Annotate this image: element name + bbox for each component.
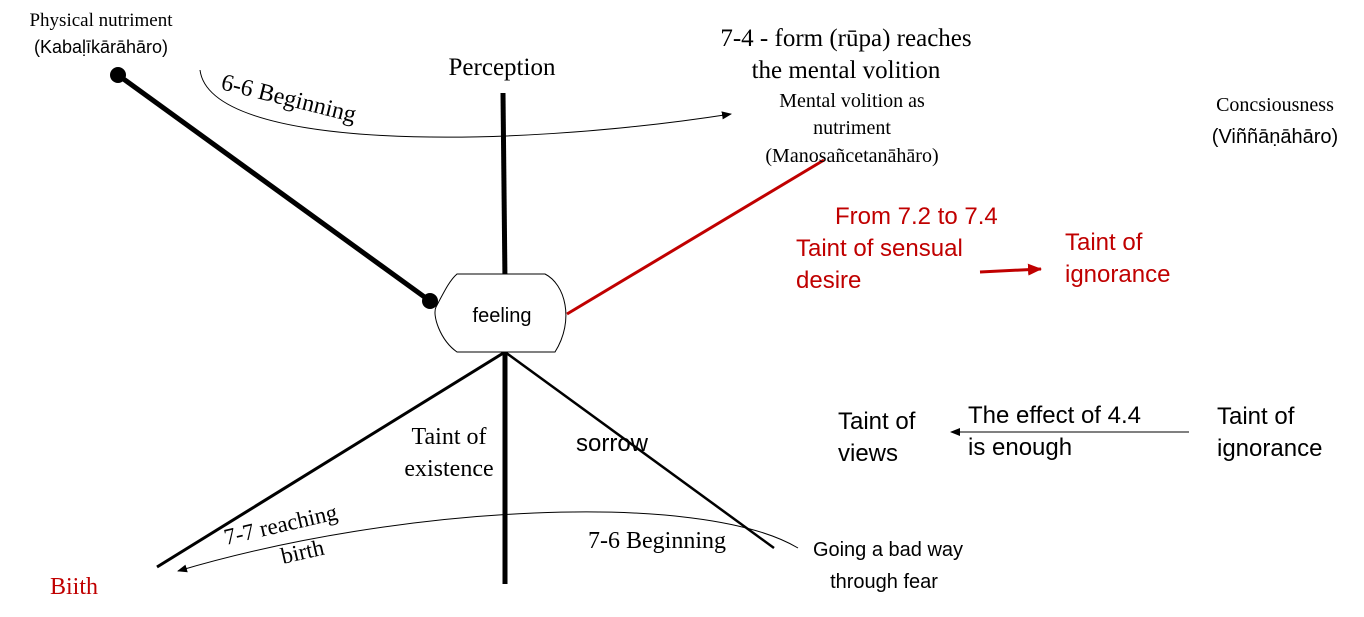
- going-bad-way-line2: through fear: [830, 571, 938, 593]
- black-taint-ignorance-line1: Taint of: [1217, 403, 1295, 430]
- birth-label: Biith: [50, 574, 98, 600]
- red-taint-sensual-line2: desire: [796, 267, 861, 294]
- sorrow-label: sorrow: [576, 430, 649, 457]
- red-arrow: [979, 263, 1042, 276]
- bone-start-dot: [110, 67, 126, 83]
- red-taint-ignorance-line1: Taint of: [1065, 229, 1143, 256]
- left-diagonal-bone: [156, 350, 506, 569]
- beginning-7-6-label: 7-6 Beginning: [588, 528, 726, 554]
- mental-volition-line3: (Manosañcetanāhāro): [765, 145, 938, 167]
- effect-line2: is enough: [968, 434, 1072, 461]
- form-reaches-line2: the mental volition: [752, 57, 941, 84]
- form-reaches-line1: 7-4 - form (rūpa) reaches: [720, 25, 971, 52]
- physical-nutriment-title: Physical nutriment: [29, 10, 173, 31]
- reaching-birth-arrow: [177, 511, 799, 573]
- feeling-label: feeling: [473, 305, 532, 327]
- taint-existence-line2: existence: [404, 456, 493, 482]
- red-taint-sensual-line1: Taint of sensual: [796, 235, 963, 262]
- perception-bone: [500, 92, 508, 284]
- red-taint-ignorance-line2: ignorance: [1065, 261, 1170, 288]
- mental-volition-line1: Mental volition as: [779, 90, 925, 112]
- mental-volition-bone: [566, 158, 825, 316]
- beginning-6-6-arrow: [199, 69, 732, 138]
- taint-existence-line1: Taint of: [412, 424, 487, 450]
- reaching-birth-line2: birth: [279, 535, 327, 569]
- physical-nutriment-pali: (Kabaḷīkārāhāro): [34, 37, 168, 57]
- taint-views-line1: Taint of: [838, 408, 916, 435]
- red-from-range: From 7.2 to 7.4: [835, 203, 998, 230]
- perception-label: Perception: [449, 54, 556, 81]
- beginning-6-6-label: 6-6 Beginning: [219, 70, 359, 129]
- mental-volition-line2: nutriment: [813, 117, 891, 139]
- black-taint-ignorance-line2: ignorance: [1217, 435, 1322, 462]
- feeling-node-shape: [434, 273, 567, 353]
- taint-views-line2: views: [838, 440, 898, 467]
- physical-nutriment-bone: [116, 72, 432, 304]
- consciousness-title: Concsiousness: [1216, 94, 1334, 116]
- consciousness-pali: (Viññāṇāhāro): [1212, 126, 1338, 148]
- going-bad-way-line1: Going a bad way: [813, 539, 963, 561]
- bone-end-dot: [422, 293, 438, 309]
- right-diagonal-bone: [504, 350, 775, 550]
- effect-line1: The effect of 4.4: [968, 402, 1141, 429]
